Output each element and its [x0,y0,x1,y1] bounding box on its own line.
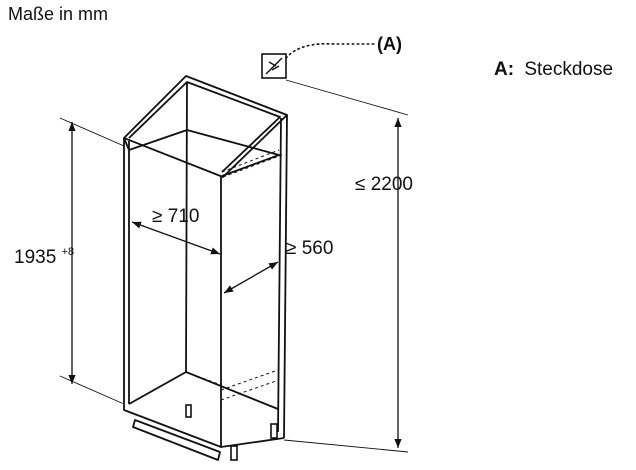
niche-height-label: 1935 +8 [14,246,74,268]
depth-dimension-line [131,221,221,255]
niche-height-value: 1935 [14,247,56,268]
units-label: Maße in mm [8,4,108,24]
socket-icon [261,53,287,79]
extension-lines [59,79,409,453]
socket-leader-line [285,42,375,59]
width-dimension-line [223,261,279,294]
socket-callout-label: (A) [377,34,402,54]
legend-key: A: [494,59,514,80]
cabinet-niche [123,75,288,461]
legend-entry: A: Steckdose [494,59,613,80]
width-label: ≥ 560 [286,238,333,259]
cabinet-feet [185,404,278,461]
depth-label: ≥ 710 [152,206,199,227]
total-height-label: ≤ 2200 [355,174,413,195]
legend-text: Steckdose [524,59,613,80]
niche-height-tolerance: +8 [62,246,75,258]
cabinet-hidden-edges [185,149,283,401]
